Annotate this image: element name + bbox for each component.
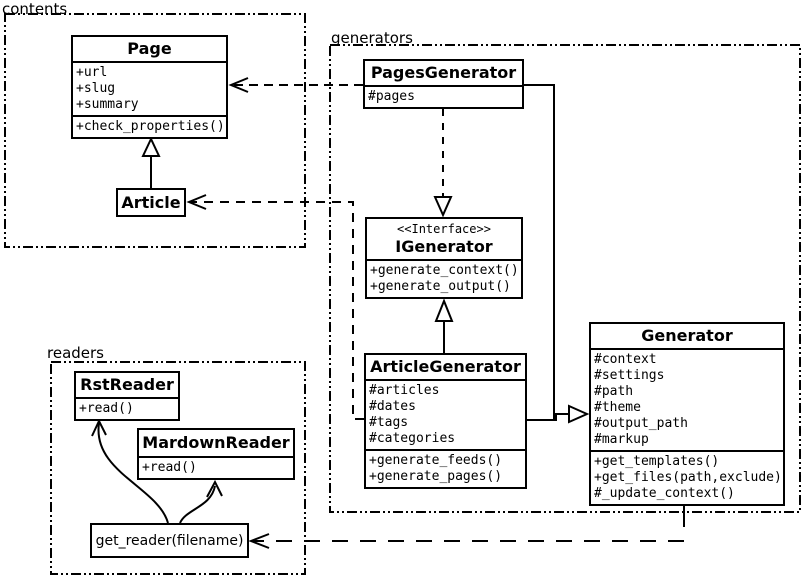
method: +check_properties() — [76, 119, 225, 134]
method: +get_templates() — [594, 454, 720, 469]
class-box-igenerator: <<Interface>> IGenerator +generate_conte… — [365, 217, 523, 299]
realization-arrow-pagesgenerator-to-igenerator — [433, 109, 453, 218]
readers-package-border — [50, 361, 306, 575]
class-attributes-pagesgenerator: #pages — [365, 85, 522, 107]
class-title-markdownreader: MardownReader — [142, 433, 290, 452]
generalization-arrow-articlegenerator-to-igenerator — [434, 298, 454, 353]
class-methods-generator: +get_templates() +get_files(path,exclude… — [591, 450, 783, 504]
class-title-text: IGenerator — [395, 237, 493, 256]
method: +read() — [79, 401, 134, 416]
attribute: #categories — [369, 431, 456, 446]
class-methods-page: +check_properties() — [73, 115, 226, 137]
class-title-rstreader: RstReader — [80, 375, 174, 394]
get-reader-function-box: get_reader(filename) — [90, 523, 249, 558]
call-arrow-getreader-to-markdownreader — [179, 479, 223, 524]
class-title-generator: Generator — [641, 326, 733, 345]
class-title-page: Page — [127, 39, 172, 58]
method: +read() — [142, 460, 197, 475]
class-methods-rstreader: +read() — [76, 397, 178, 419]
class-methods-igenerator: +generate_context() +generate_output() — [367, 259, 521, 297]
attribute: #pages — [368, 89, 415, 104]
attribute: #theme — [594, 400, 641, 415]
method: +generate_context() — [370, 263, 519, 278]
attribute: #markup — [594, 432, 649, 447]
class-title-article: Article — [121, 192, 181, 212]
attribute: #output_path — [594, 416, 688, 431]
class-title-articlegenerator: ArticleGenerator — [370, 357, 521, 376]
class-box-articlegenerator: ArticleGenerator #articles #dates #tags … — [364, 353, 527, 489]
class-title-pagesgenerator: PagesGenerator — [370, 63, 517, 82]
class-box-markdownreader: MardownReader +read() — [137, 428, 295, 480]
generalization-arrows-to-generator — [524, 84, 590, 424]
generators-package-label: generators — [331, 29, 413, 47]
class-methods-articlegenerator: +generate_feeds() +generate_pages() — [366, 449, 525, 487]
class-attributes-page: +url +slug +summary — [73, 61, 226, 115]
attribute: +url — [76, 65, 108, 80]
class-methods-markdownreader: +read() — [139, 456, 293, 478]
class-box-rstreader: RstReader +read() — [74, 371, 180, 421]
class-attributes-articlegenerator: #articles #dates #tags #categories — [366, 379, 525, 449]
attribute: #tags — [369, 415, 409, 430]
class-box-pagesgenerator: PagesGenerator #pages — [363, 59, 524, 109]
dependency-arrow-articlegenerator-to-article — [186, 194, 364, 420]
dependency-arrow-pagesgenerator-to-page — [228, 77, 363, 93]
attribute: #path — [594, 384, 634, 399]
class-box-article: Article — [116, 188, 186, 217]
contents-package-label: contents — [2, 0, 68, 18]
method: +generate_output() — [370, 279, 511, 294]
dependency-arrow-generator-to-getreader — [248, 506, 685, 549]
class-attributes-generator: #context #settings #path #theme #output_… — [591, 348, 783, 450]
method: +generate_pages() — [369, 469, 503, 484]
attribute: #settings — [594, 368, 665, 383]
get-reader-label: get_reader(filename) — [95, 532, 244, 549]
generators-package-border — [329, 44, 801, 513]
attribute: +slug — [76, 81, 116, 96]
class-title-igenerator: <<Interface>> IGenerator — [367, 219, 521, 259]
method: +generate_feeds() — [369, 453, 503, 468]
method: +get_files(path,exclude) — [594, 470, 782, 485]
attribute: +summary — [76, 97, 139, 112]
attribute: #dates — [369, 399, 416, 414]
attribute: #context — [594, 352, 657, 367]
readers-package-label: readers — [47, 344, 104, 362]
call-arrow-getreader-to-rstreader — [91, 418, 169, 524]
interface-stereotype: <<Interface>> — [397, 222, 491, 236]
class-box-page: Page +url +slug +summary +check_properti… — [71, 35, 228, 139]
method: #_update_context() — [594, 486, 735, 501]
class-box-generator: Generator #context #settings #path #them… — [589, 322, 785, 506]
attribute: #articles — [369, 383, 440, 398]
contents-package-border — [4, 13, 306, 248]
inheritance-arrow-article-to-page — [141, 136, 161, 188]
